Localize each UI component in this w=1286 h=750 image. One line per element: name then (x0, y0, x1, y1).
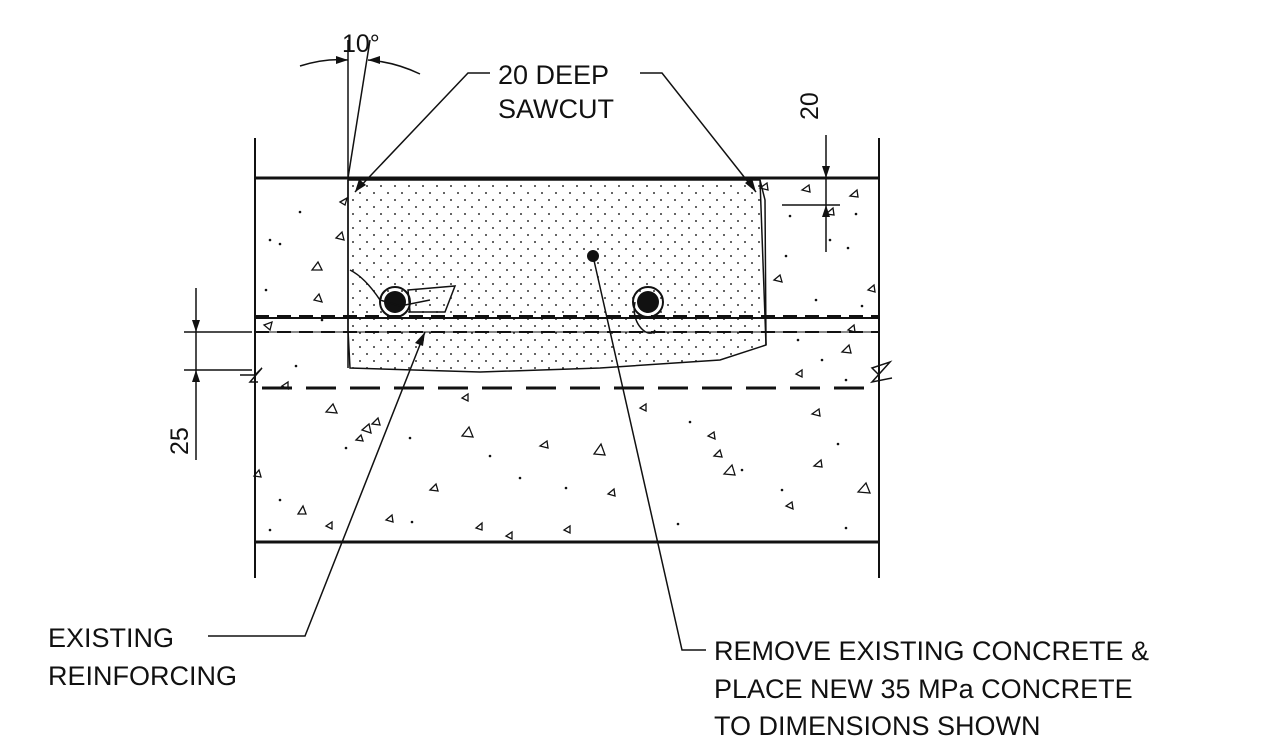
depth-dim-label: 20 (796, 92, 824, 120)
angle-arrow-right (368, 56, 380, 64)
remove-label-line3: TO DIMENSIONS SHOWN (714, 711, 1041, 741)
reinforcing-arrow (415, 332, 425, 346)
rebar-right (637, 291, 659, 313)
reinforcing-label-line2: REINFORCING (48, 661, 237, 691)
remove-label-line1: REMOVE EXISTING CONCRETE & (714, 636, 1149, 666)
reinforcing-label-line1: EXISTING (48, 623, 174, 653)
cover-dim-label: 25 (166, 427, 194, 455)
cover-arrow-bottom (192, 370, 200, 382)
angle-arrow-left (336, 56, 348, 64)
sawcut-label-line1: 20 DEEP (498, 60, 609, 90)
cover-arrow-top (192, 320, 200, 332)
rebar-tie-left (349, 269, 381, 301)
rebar-hook (379, 299, 431, 307)
depth-arrow-bottom (822, 205, 830, 217)
left-break-line (240, 367, 263, 383)
sawcut-leader-left (354, 72, 490, 193)
angle-sawcut-line (347, 39, 371, 179)
depth-arrow-top (822, 166, 830, 178)
aggregate-symbols (252, 181, 876, 541)
sawcut-label-line2: SAWCUT (498, 94, 614, 124)
repair-patch-area (347, 179, 767, 373)
aggregate-dots (264, 210, 864, 532)
sawcut-arrow-left (355, 179, 366, 192)
remove-label-line2: PLACE NEW 35 MPa CONCRETE (714, 674, 1133, 704)
angle-label: 10° (342, 30, 380, 58)
rebar-tie-right (633, 301, 656, 334)
remove-leader (592, 255, 706, 651)
reinforcing-leader (208, 331, 426, 637)
right-break-line (869, 360, 893, 384)
rebar-right-outer (632, 286, 664, 318)
sawcut-arrow-right (745, 178, 756, 192)
sawcut-leader-right (640, 72, 757, 193)
rebar-left (384, 291, 406, 313)
rebar-left-outer (379, 286, 411, 318)
